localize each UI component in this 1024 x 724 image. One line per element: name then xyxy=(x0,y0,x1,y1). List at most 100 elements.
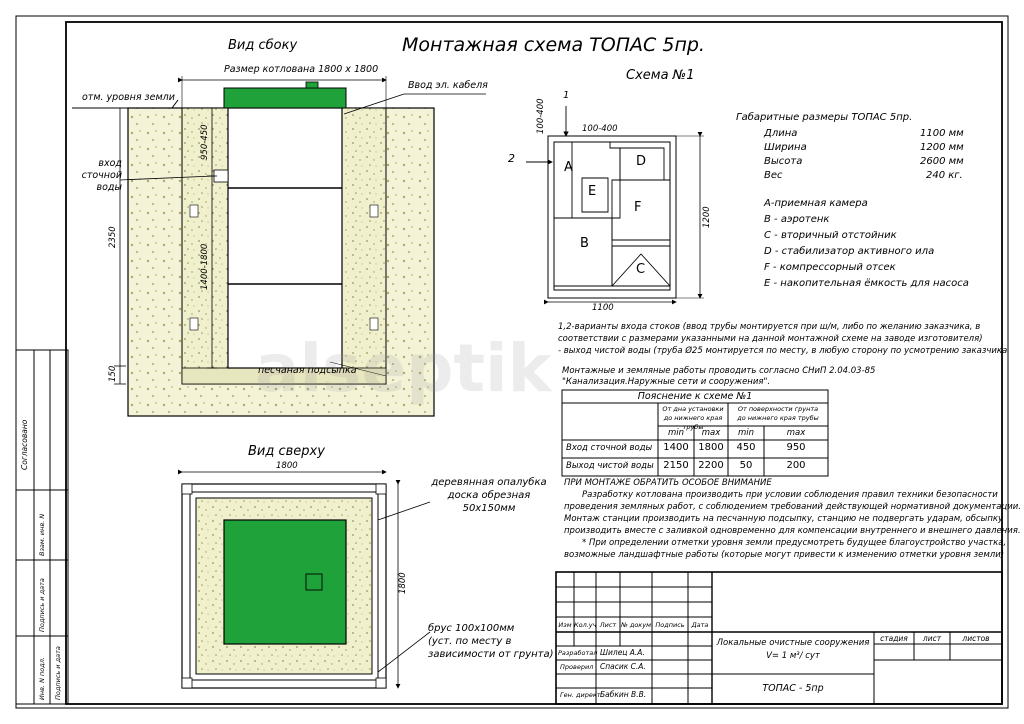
attention-line-4: производить вместе с заливкой одновремен… xyxy=(564,526,1021,536)
legend-b: B - аэротенк xyxy=(764,214,830,225)
note-line-3: - выход чистой воды (труба Ø25 монтирует… xyxy=(558,346,1008,356)
legend-a: A-приемная камера xyxy=(764,198,868,209)
legend-f: F - компрессорный отсек xyxy=(764,262,896,273)
scheme-title: Схема №1 xyxy=(626,68,695,83)
scheme-dim-1100: 1100 xyxy=(592,303,614,313)
snip-line-1: Монтажные и земляные работы проводить со… xyxy=(562,366,876,376)
dim-total: 2350 xyxy=(108,226,118,248)
stamp-name-checker: Спасик С.А. xyxy=(600,662,646,671)
stamp-head-sign: Подпись xyxy=(655,621,685,629)
table-b-min-head: min xyxy=(737,428,755,438)
side-view xyxy=(72,76,486,417)
stamp-object-line-2: V= 1 м³/ сут xyxy=(766,651,820,661)
table-a-max-head: max xyxy=(701,428,721,438)
page-title: Монтажная схема ТОПАС 5пр. xyxy=(402,34,705,56)
scheme-label-2: 2 xyxy=(508,152,515,165)
stamp-name-director: Бабкин В.В. xyxy=(600,690,647,699)
stamp-product: ТОПАС - 5пр xyxy=(762,683,824,694)
scheme-dim-100-400: 100-400 xyxy=(582,124,618,134)
stamp-head-doc: № докум xyxy=(621,621,651,629)
attention-title: ПРИ МОНТАЖЕ ОБРАТИТЬ ОСОБОЕ ВНИМАНИЕ xyxy=(564,478,772,488)
table-row-1-label: Вход сточной воды xyxy=(566,443,653,453)
table-row-2-a-max: 2200 xyxy=(698,460,724,471)
attention-line-1: Разработку котлована производить при усл… xyxy=(582,490,998,500)
dim-length-name: Длина xyxy=(764,128,798,139)
stamp-head-koluch: Кол.уч xyxy=(574,621,597,629)
stamp-head-date: Дата xyxy=(691,621,709,629)
table-row-1-b-max: 950 xyxy=(786,442,806,453)
table-b-max-head: max xyxy=(786,428,806,438)
stamp-stage: стадия xyxy=(880,634,908,643)
attention-line-2: проведения земляных работ, с соблюдением… xyxy=(564,502,1021,512)
scheme-dim-1200: 1200 xyxy=(702,206,712,228)
table-col-a: От дна установки до нижнего края трубы xyxy=(662,405,724,431)
chamber-d: D xyxy=(636,154,647,169)
table-row-2-b-min: 50 xyxy=(739,460,753,471)
table-col-b: От поверхности грунта до нижнего края тр… xyxy=(737,405,819,422)
main-frame xyxy=(65,21,1003,705)
chamber-f: F xyxy=(634,200,642,215)
sand-label: песчаная подсыпка xyxy=(258,365,357,376)
dim-middle: 1400-1800 xyxy=(200,243,210,290)
watermark: alseptik xyxy=(255,330,552,407)
scheme-label-1: 1 xyxy=(563,90,570,101)
chamber-e: E xyxy=(588,184,597,199)
top-dim-height: 1800 xyxy=(398,572,408,594)
left-strip xyxy=(15,349,69,705)
side-view-title: Вид сбоку xyxy=(228,38,298,53)
beam-label: брус 100х100мм (уст. по месту в зависимо… xyxy=(428,623,554,660)
ground-level-label: отм. уровня земли xyxy=(82,92,175,103)
top-view-title: Вид сверху xyxy=(248,444,325,459)
strip-inv-podl: Инв. N подл. xyxy=(38,657,46,700)
table-row-1-b-min: 450 xyxy=(736,442,756,453)
table-a-min-head: min xyxy=(667,428,685,438)
explanation-table-lines xyxy=(561,389,829,477)
attention-line-6: возможные ландшафтные работы (которые мо… xyxy=(564,550,1005,560)
attention-line-5: * При определении отметки уровня земли п… xyxy=(582,538,1007,548)
table-row-1-a-max: 1800 xyxy=(698,442,724,453)
dim-length-value: 1100 мм xyxy=(920,128,964,139)
stamp-role-developer: Разработал xyxy=(558,649,598,657)
dim-weight-name: Вес xyxy=(764,170,783,181)
sewage-inlet-label: вход сточной воды xyxy=(81,158,122,193)
stamp-sheet: лист xyxy=(922,634,942,643)
dim-upper: 950-450 xyxy=(200,124,210,160)
attention-line-3: Монтаж станции производить на песчанную … xyxy=(564,514,1004,524)
cable-inlet-label: Ввод эл. кабеля xyxy=(408,80,488,91)
table-row-2-a-min: 2150 xyxy=(663,460,689,471)
table-row-2-label: Выход чистой воды xyxy=(566,461,654,471)
dim-height-name: Высота xyxy=(764,156,803,167)
stamp-head-izm: Изм xyxy=(558,621,572,629)
table-row-1-a-min: 1400 xyxy=(663,442,689,453)
chamber-b: B xyxy=(580,236,589,251)
stamp-role-checker: Проверил xyxy=(560,663,594,671)
chamber-c: C xyxy=(636,262,646,277)
dim-weight-value: 240 кг. xyxy=(926,170,963,181)
strip-inv-zam: Взам. инв. N xyxy=(38,513,46,556)
dim-width-value: 1200 мм xyxy=(920,142,964,153)
stamp-object-line-1: Локальные очистные сооружения xyxy=(716,638,870,648)
stamp-sheets: листов xyxy=(962,634,990,643)
note-line-1: 1,2-варианты входа стоков (ввод трубы мо… xyxy=(558,322,981,332)
legend-c: C - вторичный отстойник xyxy=(764,230,897,241)
dim-height-value: 2600 мм xyxy=(920,156,964,167)
title-block-lines xyxy=(555,571,1003,705)
top-dim-width: 1800 xyxy=(276,461,298,471)
top-view xyxy=(178,469,431,689)
pit-size-label: Размер котлована 1800 х 1800 xyxy=(224,64,379,75)
stamp-role-director: Ген. директ. xyxy=(560,691,603,699)
dim-bottom: 150 xyxy=(108,365,118,382)
note-line-2: соответствии с размерами указанными на д… xyxy=(558,334,983,344)
dim-width-name: Ширина xyxy=(764,142,807,153)
formwork-label: деревянная опалубка доска обрезная 50х15… xyxy=(431,477,547,514)
snip-line-2: "Канализация.Наружные сети и сооружения"… xyxy=(562,377,771,387)
legend-e: E - накопительная ёмкость для насоса xyxy=(764,278,969,289)
strip-sign-date-1: Подпись и дата xyxy=(38,578,46,632)
legend-d: D - стабилизатор активного ила xyxy=(764,246,935,257)
scheme-1 xyxy=(526,106,704,305)
table-row-2-b-max: 200 xyxy=(786,460,806,471)
scheme-dim-vert: 100-400 xyxy=(536,98,546,134)
strip-sign-date-2: Подпись и дата xyxy=(54,646,62,700)
